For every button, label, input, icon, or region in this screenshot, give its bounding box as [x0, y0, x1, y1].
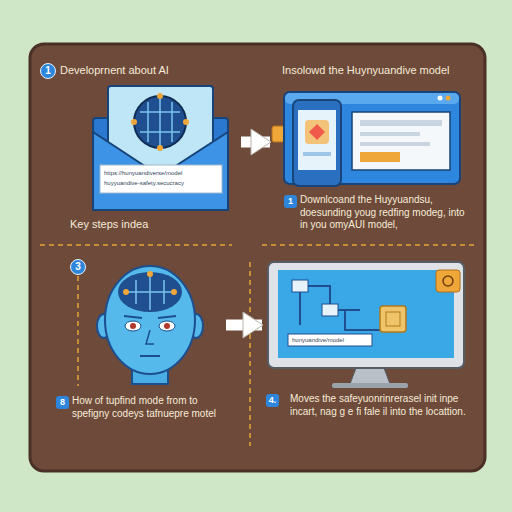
flow-arrow: [226, 320, 262, 331]
chip-icon: [380, 306, 406, 332]
dashed-line: [40, 244, 232, 246]
head: [105, 266, 195, 374]
dashed-line: [262, 244, 476, 246]
web-panel: [352, 112, 450, 170]
step-text: Key steps indea: [70, 218, 230, 231]
monitor-screen: [278, 270, 454, 358]
phone: [293, 100, 341, 186]
callout-number: 4.: [266, 394, 279, 407]
browser-icon: [272, 92, 460, 186]
step-title: Developrnent about AI: [60, 64, 236, 77]
brown-panel: [30, 44, 485, 471]
circuit-dot: [171, 289, 177, 295]
mouth: [140, 355, 160, 357]
chip-traces: [140, 98, 180, 146]
envelope-icon: [93, 86, 228, 210]
url-card: [100, 165, 222, 193]
tiny-caption: hunyuandive/model: [292, 337, 344, 344]
step-text: Downlcoand the Huyyuandsu, doesunding yo…: [300, 194, 465, 232]
chip-dot: [157, 93, 163, 99]
badge-icon: [436, 270, 460, 292]
brain-chip: [134, 96, 186, 148]
dashed-line: [249, 262, 251, 446]
flow-arrow: [241, 137, 270, 148]
eye: [159, 321, 175, 331]
monitor-icon: [268, 262, 464, 388]
callout-number: 1: [40, 63, 56, 79]
monitor-base: [332, 383, 408, 388]
face-icon: [97, 266, 203, 384]
window-dot: [446, 96, 451, 101]
dashed-line: [77, 276, 79, 386]
step-text: Moves the safeyuonrinrerasel init inpe i…: [290, 393, 466, 418]
iris: [164, 323, 170, 329]
step-panel: Developrnent about AI Key steps indea: [48, 60, 238, 236]
step-panel: Insolowd the Huynyuandive modelDownlcoan…: [270, 60, 470, 240]
callout-number: 3: [70, 259, 86, 275]
panel-line: [360, 132, 420, 136]
chip-dot: [131, 119, 137, 125]
phone-screen: [298, 110, 336, 170]
panel-line: [360, 142, 430, 146]
brows: [124, 316, 176, 318]
panel-line: [360, 120, 442, 126]
badge-ring: [443, 276, 453, 286]
flow-box: [322, 304, 338, 316]
eye: [125, 321, 141, 331]
brain-circuit: [118, 272, 182, 312]
screen-label-box: [288, 334, 372, 346]
step-panel: How of tupfind mode from to spefigny cod…: [48, 255, 223, 440]
screen-line: [303, 152, 331, 156]
circuit-traces: [126, 274, 174, 310]
envelope-front: [93, 132, 228, 210]
flow-box: [292, 280, 308, 292]
circuit-dot: [123, 289, 129, 295]
monitor-bezel: [268, 262, 464, 368]
callout-number: 1: [284, 195, 297, 208]
dashed-guides: [40, 245, 476, 446]
chip-dot: [183, 119, 189, 125]
chip-core: [386, 312, 400, 326]
step-text: How of tupfind mode from to spefigny cod…: [72, 395, 220, 420]
step-title: Insolowd the Huynyuandive model: [282, 64, 468, 77]
circuit-dot: [147, 271, 153, 277]
iris: [130, 323, 136, 329]
tiny-caption: huyyuandive-safety.secucracy: [104, 180, 184, 187]
app-diamond: [309, 124, 325, 140]
app-tile: [305, 120, 329, 144]
nose: [146, 330, 154, 344]
window-dot: [438, 96, 443, 101]
tiny-caption: https://hunyuandiverse/model: [104, 170, 182, 177]
monitor-stand: [350, 368, 390, 384]
callout-number: 8: [56, 396, 69, 409]
panel-button: [360, 152, 400, 162]
step-panel: Moves the safeyuonrinrerasel init inpe i…: [262, 255, 472, 445]
chip-dot: [157, 145, 163, 151]
